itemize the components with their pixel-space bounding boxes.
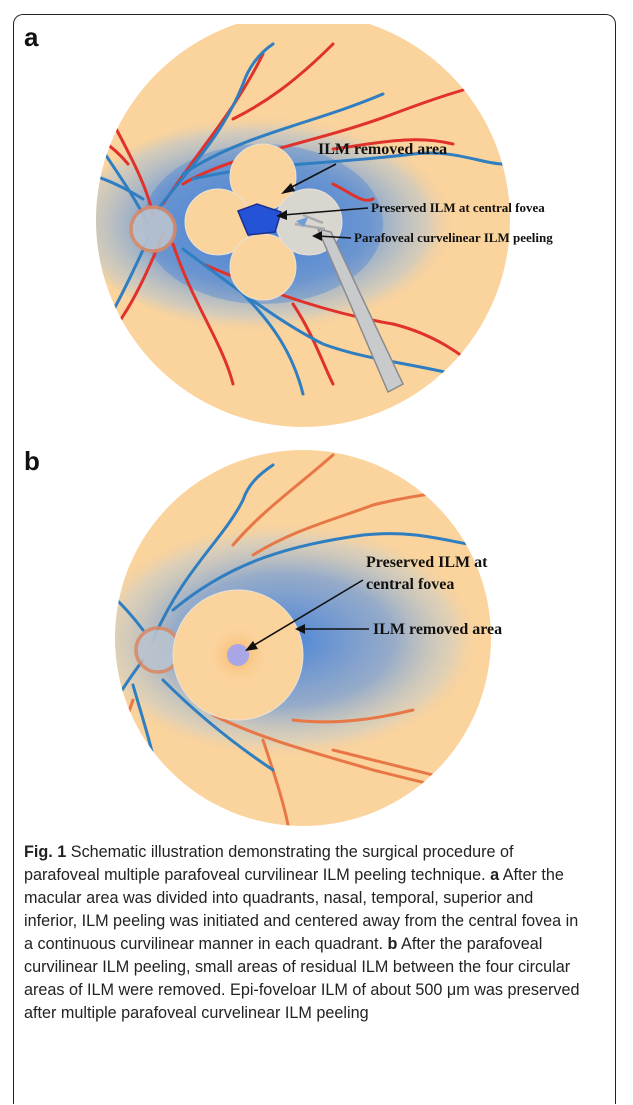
preserved-fovea-dot: [227, 644, 249, 666]
optic-disc: [131, 207, 175, 251]
figure-label: Fig. 1: [24, 843, 66, 861]
caption-b-label: b: [388, 935, 398, 953]
label-ilm-removed-b: ILM removed area: [373, 621, 502, 638]
label-preserved-line2-b: central fovea: [366, 576, 454, 593]
label-preserved-fovea-a: Preserved ILM at central fovea: [371, 200, 545, 215]
panel-a-illustration: ILM removed area Preserved ILM at centra…: [33, 24, 593, 444]
label-ilm-removed-a: ILM removed area: [318, 141, 447, 158]
label-parafoveal-peeling-a: Parafoveal curvelinear ILM peeling: [354, 230, 553, 245]
figure-caption: Fig. 1 Schematic illustration demonstrat…: [24, 841, 589, 1025]
caption-intro: Schematic illustration demonstrating the…: [24, 843, 513, 884]
label-preserved-line1-b: Preserved ILM at: [366, 554, 488, 571]
panel-b-illustration: Preserved ILM at central fovea ILM remov…: [33, 450, 593, 840]
caption-a-label: a: [490, 866, 499, 884]
